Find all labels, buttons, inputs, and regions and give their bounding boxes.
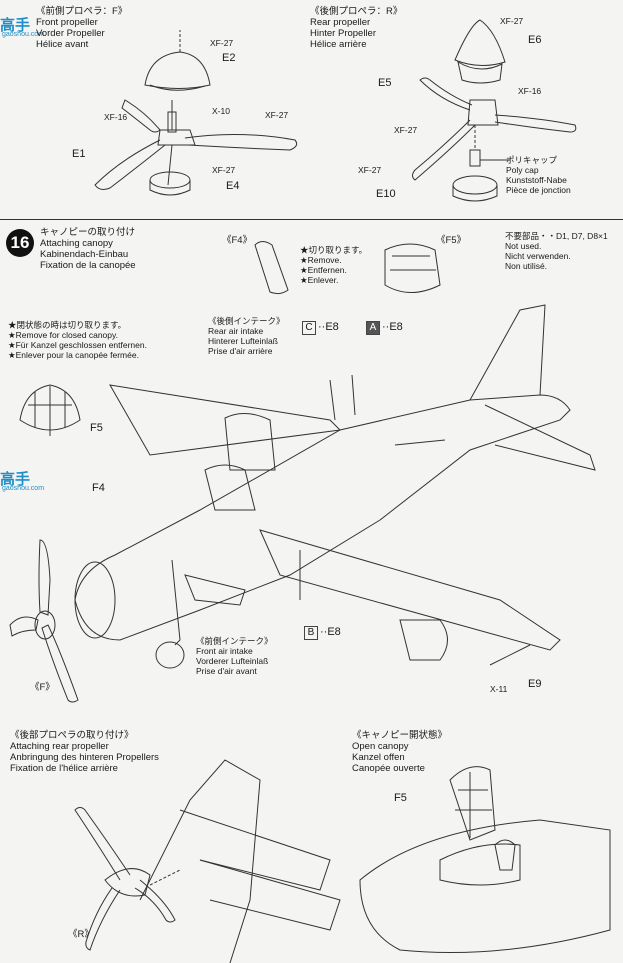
rear-intake-label: 《後側インテーク》 Rear air intake Hinterer Lufte… xyxy=(208,316,285,356)
aircraft-front-propeller-drawing xyxy=(9,539,79,703)
part-f4: F4 xyxy=(92,482,105,494)
paint-xf27-blade: XF-27 xyxy=(265,110,289,120)
callout-b-e8: B··E8 xyxy=(304,626,341,640)
callout-c-e8: C··E8 xyxy=(302,321,339,335)
rear-prop-title: 《後側プロペラ：R》 Rear propeller Hinter Propell… xyxy=(310,6,403,50)
box-c: C xyxy=(302,321,316,335)
polycap-label: ポリキャップ Poly cap Kunststoff-Nabe Pièce de… xyxy=(506,155,571,195)
f4-tag: 《F4》 xyxy=(222,235,253,246)
f5-tag: 《F5》 xyxy=(436,235,467,246)
callout-a-e8: A··E8 xyxy=(366,321,403,335)
rear-prop-tag: 《R》 xyxy=(68,929,94,940)
front-prop-title: 《前側プロペラ：F》 Front propeller Vorder Propel… xyxy=(36,6,128,50)
paint-xf16-rear: XF-16 xyxy=(518,86,542,96)
paint-xf16-front: XF-16 xyxy=(104,112,128,122)
watermark-logo: 高手 xyxy=(0,17,31,34)
step-number-16: 16 xyxy=(6,229,34,257)
part-e1: E1 xyxy=(72,148,86,160)
front-propeller-drawing xyxy=(94,30,298,196)
part-e10: E10 xyxy=(376,188,396,200)
watermark-url-2: gaoshou.com xyxy=(2,485,45,492)
watermark-logo-2: 高手 xyxy=(0,471,31,488)
front-prop-tag: 《F》 xyxy=(30,682,55,693)
rear-propeller-drawing xyxy=(412,19,577,202)
paint-xf27-cap: XF-27 xyxy=(210,38,234,48)
part-f5: F5 xyxy=(90,422,103,434)
box-a: A xyxy=(366,321,380,335)
part-e2: E2 xyxy=(222,52,236,64)
rear-attach-title: 《後部プロペラの取り付け》 Attaching rear propeller A… xyxy=(10,730,159,774)
part-e9: E9 xyxy=(528,678,542,690)
closed-canopy-note: ★閉状態の時は切り取ります。 ★Remove for closed canopy… xyxy=(8,320,147,360)
rear-attach-drawing xyxy=(74,759,341,963)
box-b: B xyxy=(304,626,318,640)
step16-title: キャノピーの取り付け Attaching canopy Kabinendach-… xyxy=(40,227,136,271)
part-e4: E4 xyxy=(226,180,240,192)
open-canopy-f5: F5 xyxy=(394,792,407,804)
not-used-note: 不要部品・・D1, D7, D8×1 Not used. Nicht verwe… xyxy=(505,231,608,271)
step-separator xyxy=(0,219,623,220)
part-e5: E5 xyxy=(378,77,392,89)
paint-x10: X-10 xyxy=(212,106,230,116)
paint-xf27-hub: XF-27 xyxy=(212,165,236,175)
paint-xf27-rear-hub: XF-27 xyxy=(358,165,382,175)
front-intake-label: 《前側インテーク》 Front air intake Vorderer Luft… xyxy=(196,636,273,676)
aircraft-drawing xyxy=(74,304,596,669)
open-canopy-drawing xyxy=(359,766,611,953)
open-canopy-title: 《キャノピー開状態》 Open canopy Kanzel offen Cano… xyxy=(352,730,448,774)
f4-f5-part-drawings xyxy=(254,241,441,295)
closed-canopy-drawing xyxy=(19,384,81,436)
paint-xf27-rear-blade: XF-27 xyxy=(394,125,418,135)
paint-xf27-rear-cap: XF-27 xyxy=(500,16,524,26)
paint-x11: X-11 xyxy=(490,684,508,694)
cut-note: ★切り取ります。 ★Remove. ★Entfernen. ★Enlever. xyxy=(300,245,368,285)
part-e6: E6 xyxy=(528,34,542,46)
watermark-url: gaoshou.com xyxy=(2,31,45,38)
